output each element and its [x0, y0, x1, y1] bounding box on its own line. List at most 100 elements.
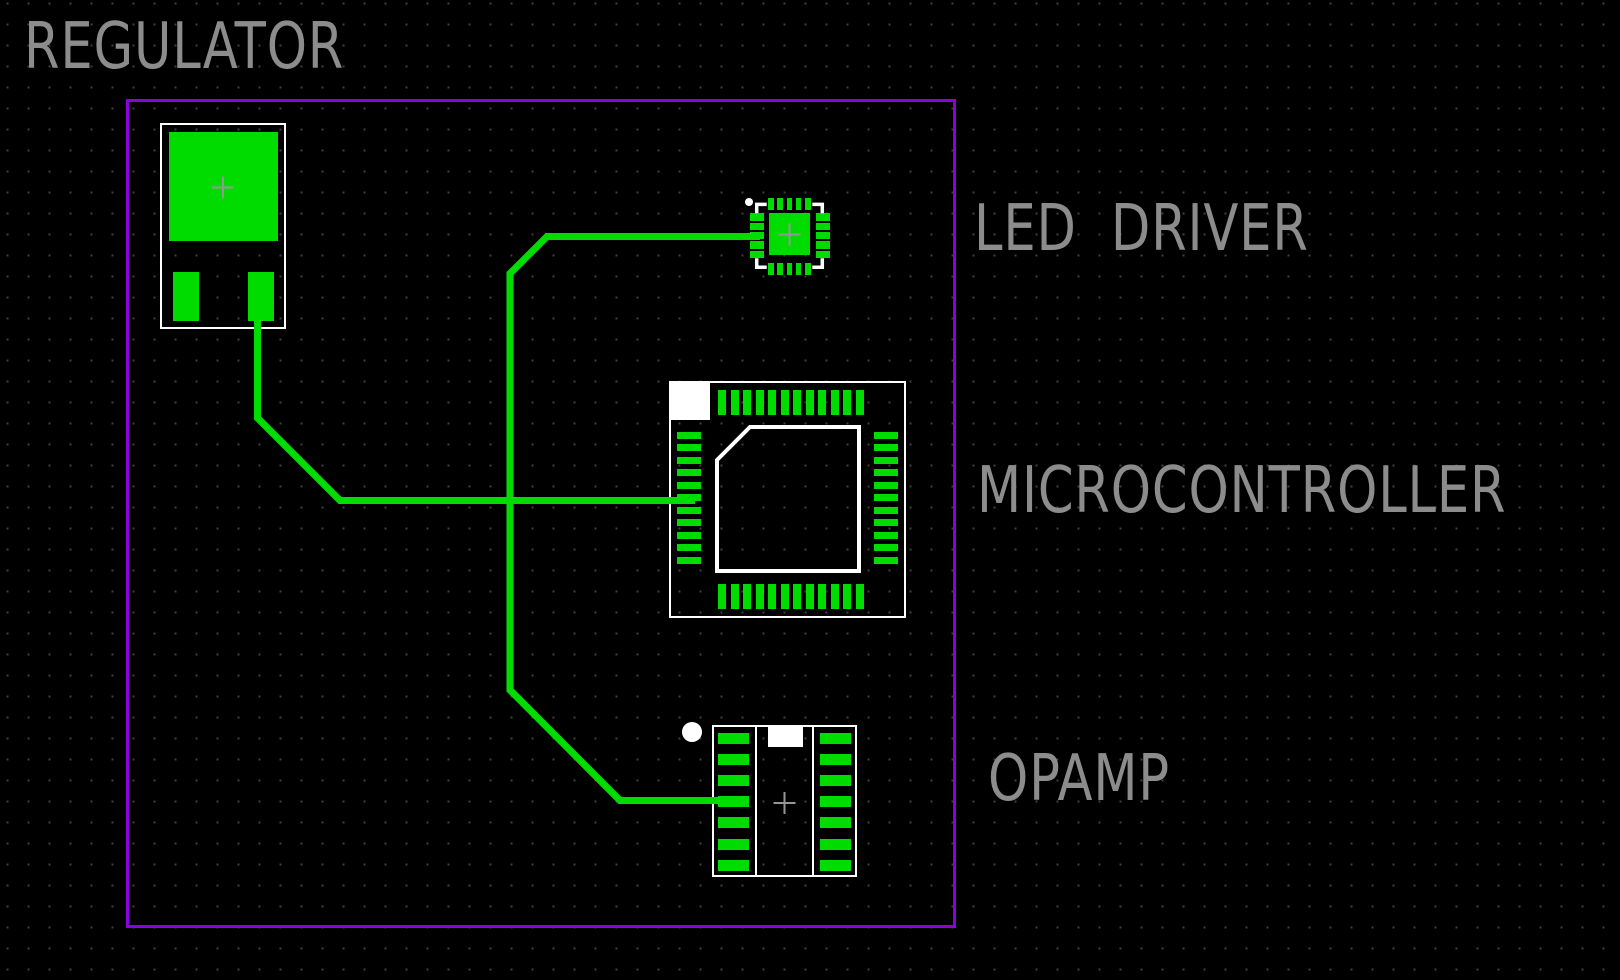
- micro-pad-top[interactable]: [755, 390, 764, 415]
- leddriver-pad-bottom[interactable]: [795, 262, 802, 275]
- micro-pad-top[interactable]: [830, 390, 839, 415]
- micro-pad-left[interactable]: [677, 556, 701, 564]
- micro-pad-top[interactable]: [743, 390, 751, 415]
- trace-regulator-to-microcontroller[interactable]: [254, 315, 696, 504]
- leddriver-pad-bottom[interactable]: [805, 262, 811, 275]
- micro-pad-right[interactable]: [874, 469, 898, 477]
- micro-pad-top[interactable]: [818, 390, 826, 415]
- micro-pad-top[interactable]: [780, 390, 789, 415]
- opamp-pad-left[interactable]: [718, 775, 749, 787]
- leddriver-pad-right[interactable]: [816, 241, 830, 249]
- opamp-pad-right[interactable]: [820, 838, 851, 850]
- regulator-pad[interactable]: [172, 271, 200, 321]
- leddriver-pad-top[interactable]: [786, 198, 793, 211]
- board-outline[interactable]: [126, 99, 956, 928]
- opamp-divider-right: [812, 727, 814, 875]
- opamp-pad-left[interactable]: [718, 817, 749, 829]
- micro-pad-top[interactable]: [730, 390, 739, 415]
- leddriver-pad-top[interactable]: [777, 198, 783, 211]
- leddriver-pad-right[interactable]: [816, 213, 830, 221]
- opamp-pad-right[interactable]: [820, 817, 851, 829]
- micro-pad-bottom[interactable]: [718, 584, 726, 609]
- label-opamp[interactable]: OPAMP: [988, 742, 1170, 816]
- micro-pad-left[interactable]: [677, 531, 701, 539]
- micro-pad-right[interactable]: [874, 556, 898, 564]
- opamp-pad-left[interactable]: [718, 754, 749, 766]
- opamp-pad-right[interactable]: [820, 859, 851, 871]
- micro-pad-right[interactable]: [874, 481, 898, 489]
- regulator-pad[interactable]: [247, 271, 275, 321]
- micro-pad-bottom[interactable]: [780, 584, 789, 609]
- opamp-pad-left[interactable]: [718, 859, 749, 871]
- leddriver-origin-cross[interactable]: [778, 223, 801, 246]
- leddriver-corner-bracket-tl: [754, 202, 767, 214]
- micro-pad-bottom[interactable]: [843, 584, 851, 609]
- opamp-pad-left[interactable]: [718, 838, 749, 850]
- leddriver-pin1-dot: [745, 198, 753, 206]
- micro-pad-right[interactable]: [874, 531, 898, 539]
- leddriver-pad-right[interactable]: [816, 232, 830, 240]
- micro-pad-bottom[interactable]: [855, 584, 864, 609]
- micro-pad-top[interactable]: [843, 390, 851, 415]
- micro-pad-right[interactable]: [874, 456, 898, 464]
- micro-pad-left[interactable]: [677, 506, 701, 514]
- micro-pad-top[interactable]: [855, 390, 864, 415]
- micro-pad-bottom[interactable]: [755, 584, 764, 609]
- micro-pad-bottom[interactable]: [818, 584, 826, 609]
- micro-pad-right[interactable]: [874, 544, 898, 552]
- opamp-pad-right[interactable]: [820, 775, 851, 787]
- opamp-pad-left[interactable]: [718, 733, 749, 744]
- micro-pad-left[interactable]: [677, 544, 701, 552]
- micro-pad-bottom[interactable]: [805, 584, 814, 609]
- micro-pad-bottom[interactable]: [830, 584, 839, 609]
- leddriver-pad-left[interactable]: [750, 250, 764, 258]
- label-microcontroller[interactable]: MICROCONTROLLER: [977, 454, 1507, 528]
- leddriver-pad-right[interactable]: [816, 250, 830, 258]
- micro-pad-left[interactable]: [677, 519, 701, 527]
- micro-pad-top[interactable]: [718, 390, 726, 415]
- micro-pad-bottom[interactable]: [793, 584, 801, 609]
- label-led-driver[interactable]: LED DRIVER: [974, 192, 1309, 266]
- micro-pad-left[interactable]: [677, 431, 701, 439]
- leddriver-pad-bottom[interactable]: [777, 262, 783, 275]
- micro-pad-bottom[interactable]: [768, 584, 776, 609]
- micro-pad-right[interactable]: [874, 444, 898, 452]
- leddriver-pad-left[interactable]: [750, 222, 764, 230]
- micro-pad-bottom[interactable]: [743, 584, 751, 609]
- micro-pad-left[interactable]: [677, 444, 701, 452]
- leddriver-pad-right[interactable]: [816, 222, 830, 230]
- micro-pad-top[interactable]: [793, 390, 801, 415]
- leddriver-pad-top[interactable]: [805, 198, 811, 211]
- micro-pad-left[interactable]: [677, 456, 701, 464]
- leddriver-pad-top[interactable]: [795, 198, 802, 211]
- leddriver-pad-top[interactable]: [768, 198, 774, 211]
- micro-pad-bottom[interactable]: [730, 584, 739, 609]
- micro-pad-top[interactable]: [805, 390, 814, 415]
- leddriver-corner-bracket-bl: [754, 258, 767, 269]
- leddriver-pad-left[interactable]: [750, 241, 764, 249]
- micro-pad-right[interactable]: [874, 506, 898, 514]
- leddriver-pad-bottom[interactable]: [768, 262, 774, 275]
- micro-pad-right[interactable]: [874, 431, 898, 439]
- label-regulator[interactable]: REGULATOR: [24, 10, 345, 84]
- micro-pad-top[interactable]: [768, 390, 776, 415]
- opamp-pad-right[interactable]: [820, 733, 851, 744]
- leddriver-corner-bracket-br: [812, 258, 825, 269]
- leddriver-pad-bottom[interactable]: [786, 262, 793, 275]
- microcontroller-pin1-marker: [671, 383, 710, 420]
- micro-pad-left[interactable]: [677, 469, 701, 477]
- opamp-pad-right[interactable]: [820, 754, 851, 766]
- regulator-origin-cross[interactable]: [212, 176, 234, 199]
- micro-pad-right[interactable]: [874, 494, 898, 502]
- opamp-pad-right[interactable]: [820, 796, 851, 808]
- leddriver-pad-left[interactable]: [750, 213, 764, 221]
- opamp-divider-left: [755, 727, 757, 875]
- trace-leddriver-to-opamp[interactable]: [506, 233, 760, 804]
- regulator-outline[interactable]: [160, 123, 286, 329]
- micro-pad-right[interactable]: [874, 519, 898, 527]
- opamp-origin-cross[interactable]: [773, 792, 796, 814]
- opamp-notch-marker: [768, 727, 803, 747]
- micro-pad-left[interactable]: [677, 481, 701, 489]
